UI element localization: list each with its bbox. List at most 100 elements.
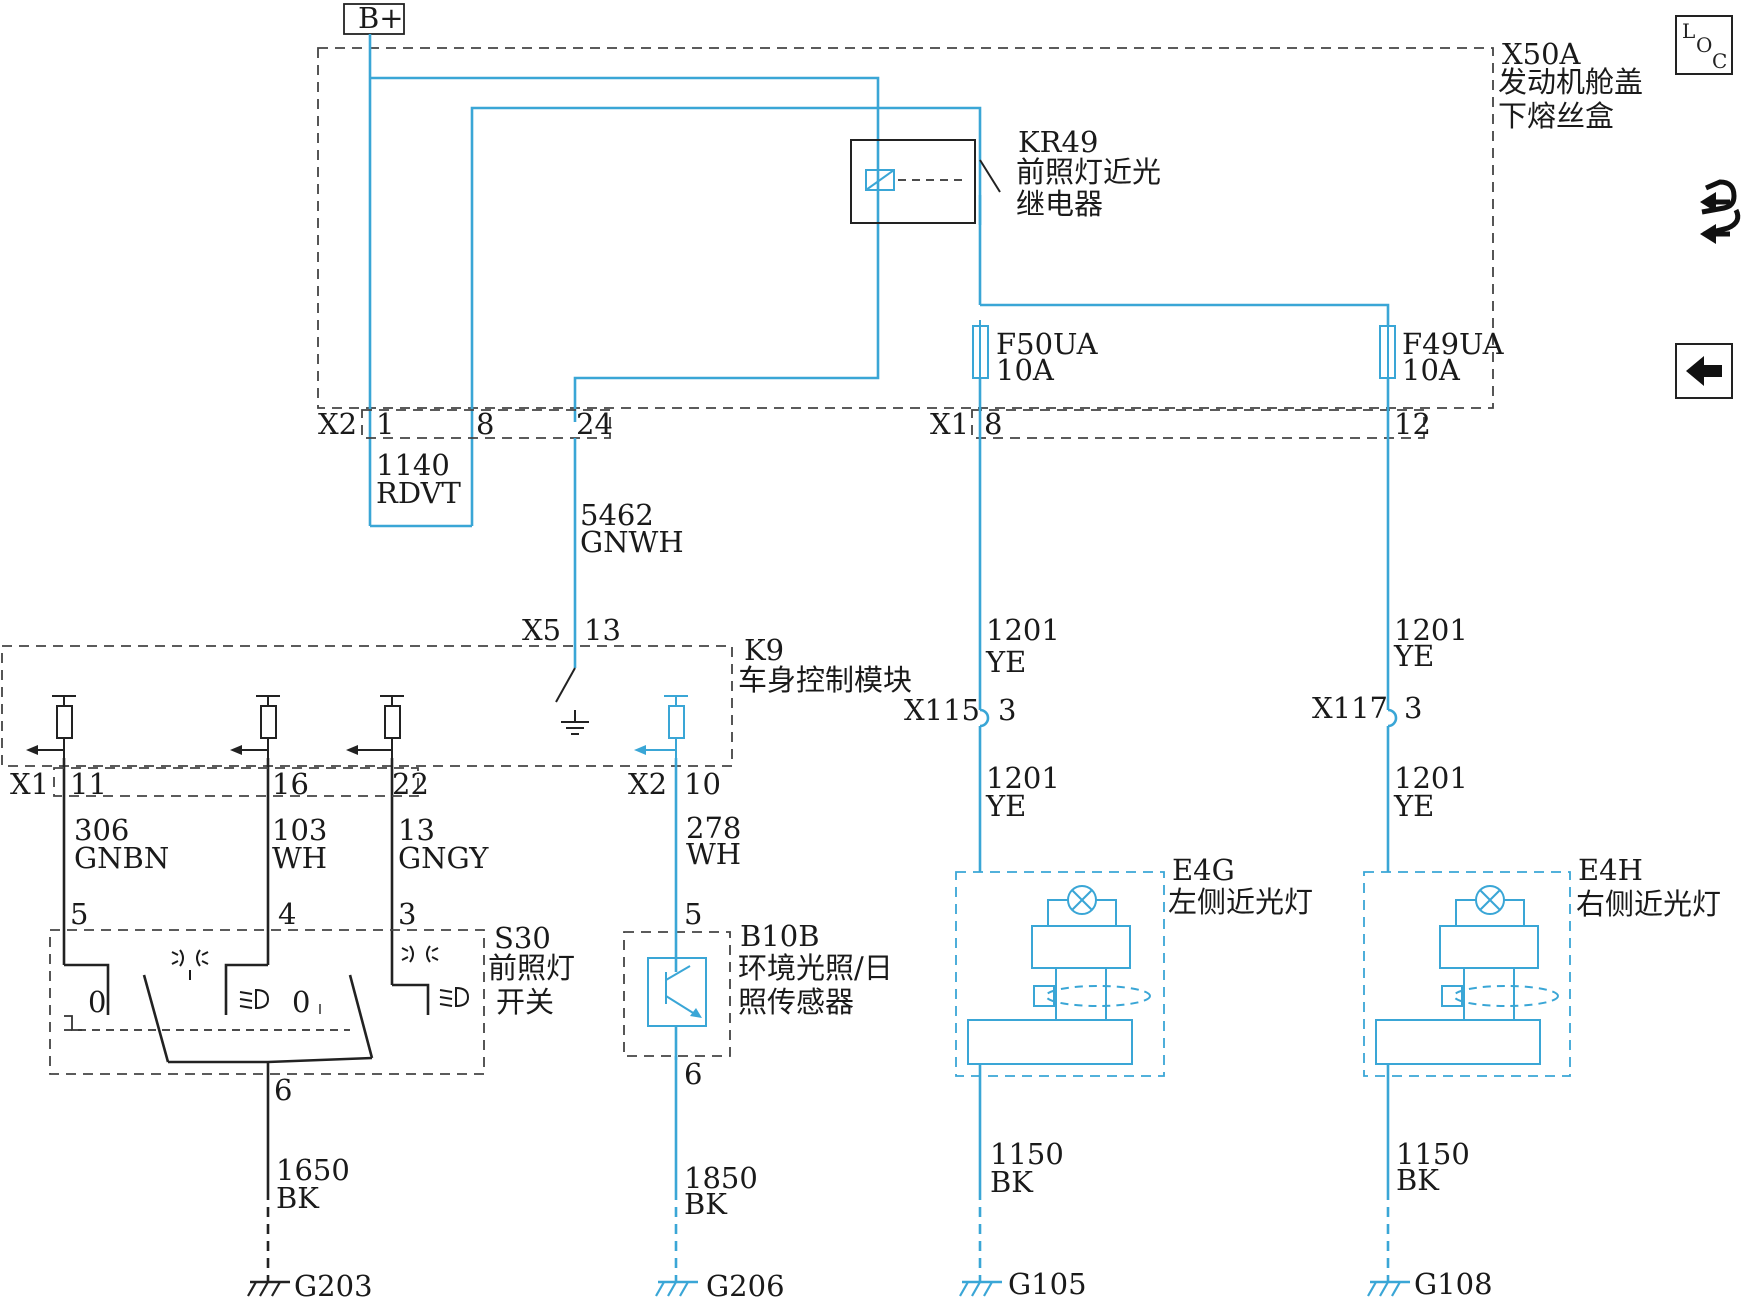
- lamp-e4h-outline: [1363, 871, 1571, 1077]
- connector-x2-pin-24: 24: [576, 407, 613, 441]
- ground-g206-label: G206: [706, 1269, 785, 1298]
- wire-5462-number: 5462: [580, 498, 654, 532]
- wire-1150-left-color: BK: [990, 1165, 1034, 1199]
- ground-g206-icon: [655, 1280, 698, 1297]
- connector-x2-pin-8: 8: [476, 407, 494, 441]
- wire-278-number: 278: [686, 811, 741, 845]
- module-k9-name: 车身控制模块: [738, 663, 912, 697]
- wire-103-color: WH: [272, 841, 327, 875]
- sensor-b10b-name-line2: 照传感器: [738, 985, 854, 1019]
- connector-x1-pin-8: 8: [984, 407, 1002, 441]
- sensor-b10b-name-line1: 环境光照/日: [738, 951, 893, 985]
- loc-letter-c: C: [1712, 49, 1727, 73]
- connector-k9-x1-label: X1: [10, 767, 49, 801]
- connector-x117-pin: 3: [1404, 691, 1422, 725]
- wire-1201-c-color: YE: [1393, 639, 1434, 673]
- connector-x2-outline: [361, 409, 611, 439]
- relay-name-line2: 继电器: [1016, 187, 1103, 221]
- k9-input-pin-22: [346, 695, 404, 985]
- switch-position-0b: 0: [292, 985, 310, 1019]
- module-k9-outline: [1, 645, 733, 767]
- connector-k9-x1-pin-22: 22: [392, 767, 429, 801]
- switch-pin-5: 5: [70, 897, 88, 931]
- lamp-e4h-id: E4H: [1578, 853, 1643, 887]
- switch-pin-6: 6: [274, 1073, 292, 1107]
- ground-g203-icon: [247, 1280, 290, 1297]
- loc-button[interactable]: L O C: [1675, 15, 1733, 75]
- lamp-e4h-bulb: [1375, 885, 1559, 1065]
- low-beam-icon-2: [439, 986, 470, 1008]
- fuse-box-name-line1: 发动机舱盖: [1498, 65, 1643, 99]
- lamp-e4h-name: 右侧近光灯: [1576, 887, 1721, 921]
- ground-g105-icon: [959, 1280, 1002, 1297]
- fuse-box-id: X50A: [1502, 37, 1582, 71]
- connector-x1-pin-12: 12: [1394, 407, 1431, 441]
- wire-1650-color: BK: [276, 1181, 320, 1215]
- ground-g203-label: G203: [294, 1269, 373, 1298]
- fuse-f50ua-rating: 10A: [996, 353, 1055, 387]
- wire-306-color: GNBN: [74, 841, 169, 875]
- lamp-e4g-bulb: [967, 885, 1151, 1065]
- parking-light-icon: [171, 949, 209, 980]
- switch-s30-name-line2: 开关: [496, 985, 554, 1019]
- fuse-f50ua: [972, 320, 989, 386]
- fuse-f50ua-id: F50UA: [996, 327, 1099, 361]
- relay-name-line1: 前照灯近光: [1016, 155, 1161, 189]
- wire-1850-color: BK: [684, 1187, 728, 1221]
- wire-1140-color: RDVT: [376, 476, 462, 510]
- k9-ground-switch: [555, 667, 589, 735]
- connector-x117-label: X117: [1312, 691, 1388, 725]
- switch-s30-name-line1: 前照灯: [488, 951, 575, 985]
- wire-1201-d-number: 1201: [1394, 761, 1468, 795]
- parking-light-icon-2: [401, 945, 439, 963]
- wire-1140-number: 1140: [376, 448, 450, 482]
- loc-letter-l: L: [1682, 19, 1695, 43]
- connector-x2-pin-1: 1: [376, 407, 394, 441]
- wire-1650-number: 1650: [276, 1153, 350, 1187]
- ground-g105-label: G105: [1008, 1267, 1087, 1298]
- lamp-e4g-name: 左侧近光灯: [1168, 885, 1313, 919]
- fuse-box-name-line2: 下熔丝盒: [1498, 99, 1614, 133]
- module-k9-id: K9: [744, 633, 784, 667]
- wire-1201-d-color: YE: [1393, 789, 1434, 823]
- fuse-f49ua-rating: 10A: [1402, 353, 1461, 387]
- connector-x115-pin: 3: [998, 693, 1016, 727]
- switch-s30-id: S30: [494, 921, 551, 955]
- sensor-pin-6: 6: [684, 1057, 702, 1091]
- back-arrow-button[interactable]: [1675, 343, 1733, 399]
- arrow-left-icon: [1686, 356, 1722, 386]
- wire-13-color: GNGY: [398, 841, 489, 875]
- connector-x1-label: X1: [930, 407, 969, 441]
- fuse-box-wiring: [368, 34, 1390, 528]
- connector-x2-label: X2: [318, 407, 357, 441]
- k9-input-pin-11: [26, 695, 76, 965]
- wire-1150-right-number: 1150: [1396, 1137, 1470, 1171]
- loc-letter-o: O: [1696, 33, 1712, 57]
- k9-input-pin-10: [634, 695, 688, 930]
- fuse-box-outline: [317, 47, 1494, 409]
- wire-278-color: WH: [686, 837, 741, 871]
- wire-1150-right-color: BK: [1396, 1163, 1440, 1197]
- low-beam-icon: [239, 988, 270, 1010]
- connector-k9-x1-pin-16: 16: [272, 767, 309, 801]
- connector-x115-label: X115: [904, 693, 980, 727]
- wire-1201-b-number: 1201: [986, 761, 1060, 795]
- wire-103-number: 103: [272, 813, 327, 847]
- fuse-f49ua-id: F49UA: [1402, 327, 1505, 361]
- wire-1201-a-number: 1201: [986, 613, 1060, 647]
- connector-view-icon[interactable]: [1700, 179, 1741, 244]
- relay-kr49: [850, 139, 1001, 225]
- ground-g108-icon: [1367, 1280, 1410, 1297]
- lamp-e4g-id: E4G: [1172, 853, 1235, 887]
- relay-id: KR49: [1018, 125, 1098, 159]
- fuse-f49ua: [1379, 320, 1396, 386]
- sensor-b10b-id: B10B: [740, 919, 820, 953]
- switch-s30-contacts: [64, 963, 430, 1110]
- wire-1201-c-number: 1201: [1394, 613, 1468, 647]
- connector-x5-label: X5: [522, 613, 561, 647]
- switch-position-0: 0: [88, 985, 106, 1019]
- ground-g108-label: G108: [1414, 1267, 1493, 1298]
- wire-13-number: 13: [398, 813, 435, 847]
- connector-k9-x2-pin-10: 10: [684, 767, 721, 801]
- wire-5462-color: GNWH: [580, 525, 684, 559]
